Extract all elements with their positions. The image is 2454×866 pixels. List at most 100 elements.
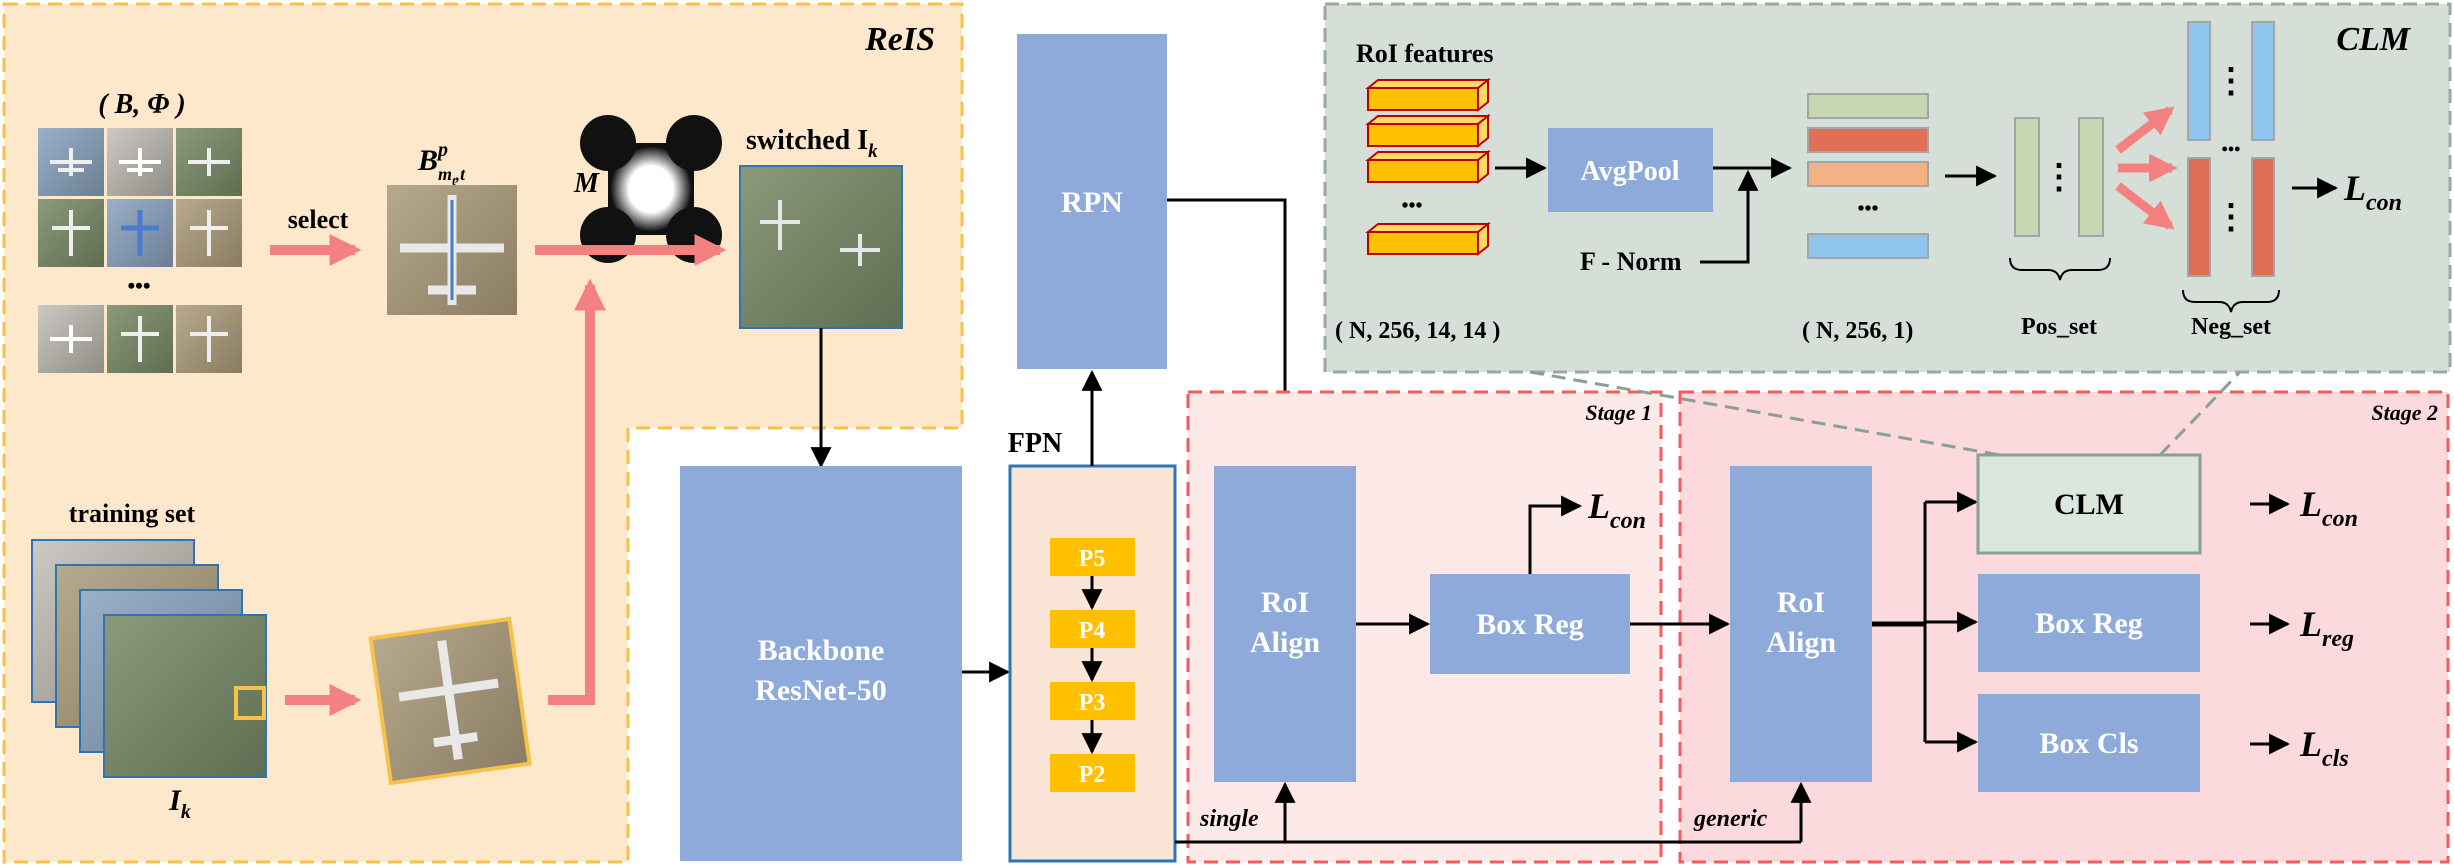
clm-detail-region xyxy=(1323,2,2452,374)
reg-loss-label: Lreg xyxy=(2299,604,2354,652)
roi-features-label: RoI features xyxy=(1356,39,1493,68)
bank-label: ( B, Φ ) xyxy=(98,89,185,120)
feature-map-depth xyxy=(1365,77,1491,113)
rpn-block xyxy=(1017,34,1167,369)
plane-icon xyxy=(121,316,159,362)
neg-vector xyxy=(2187,21,2211,141)
mask-corner xyxy=(580,115,636,171)
pooled-vector xyxy=(1807,161,1929,187)
neg-vector xyxy=(2187,157,2211,277)
crop-up-arrow xyxy=(548,278,607,705)
stage1-title: Stage 1 xyxy=(1585,400,1652,425)
instance-box xyxy=(234,686,266,720)
mask-label: M xyxy=(573,168,600,199)
bank-ellipsis: ••• xyxy=(127,273,150,298)
switched-image xyxy=(739,165,903,329)
fpn-level-p4 xyxy=(1050,610,1135,648)
stage2-tag: generic xyxy=(1693,806,1768,832)
stage2-boxreg-block xyxy=(1978,574,2200,672)
stage2-boxreg-label: Box Reg xyxy=(2035,607,2143,640)
plane-icon xyxy=(50,148,92,176)
plane-icon xyxy=(50,325,92,353)
contrast-arrow-up xyxy=(2115,106,2175,154)
plane-icon xyxy=(190,210,228,256)
ik-label: Ik xyxy=(168,784,191,823)
feature-map-depth xyxy=(1365,113,1491,149)
cropped-instance xyxy=(368,616,532,786)
fpn-level-p2 xyxy=(1050,754,1135,792)
backbone-line1: Backbone xyxy=(758,634,885,667)
stage1-roi-block xyxy=(1214,466,1356,782)
clm-title: CLM xyxy=(2336,21,2411,58)
feature-map-depth xyxy=(1365,221,1491,257)
stage2-title: Stage 2 xyxy=(2371,400,2438,425)
training-set-label: training set xyxy=(69,499,196,528)
stage2-roi-line2: Align xyxy=(1766,626,1836,659)
neg-set xyxy=(2187,21,2275,277)
clm-detail-loss: Lcon xyxy=(2343,168,2402,216)
neg-brace xyxy=(2182,289,2280,313)
rpn-to-roi1-arrow xyxy=(1167,198,1296,469)
vec-shape-label: ( N, 256, 1) xyxy=(1802,318,1913,344)
mask-corner xyxy=(666,115,722,171)
pooled-vector xyxy=(1807,233,1929,259)
fpn-level-p3-label: P3 xyxy=(1079,690,1106,716)
backbone-block xyxy=(680,466,962,861)
roi-features-ellipsis: ••• xyxy=(1401,195,1422,217)
fpn-title: FPN xyxy=(1008,428,1062,459)
clm-head-block xyxy=(1976,453,2202,555)
fpn-level-p4-label: P4 xyxy=(1079,618,1106,644)
cls-loss-label: Lcls xyxy=(2299,724,2349,772)
fnorm-label: F - Norm xyxy=(1580,247,1682,276)
reis-title: ReIS xyxy=(864,21,935,58)
clm-head-label: CLM xyxy=(2054,488,2124,521)
pos-vdots: ⋮ xyxy=(2042,159,2076,196)
pos-set xyxy=(2014,117,2104,237)
feature-map xyxy=(1367,123,1479,147)
stage1-loss: Lcon xyxy=(1587,486,1646,534)
backbone-line2: ResNet-50 xyxy=(755,674,887,707)
plane-icon xyxy=(398,639,499,761)
stage2-roi-line1: RoI xyxy=(1777,586,1825,619)
contrast-arrow-down xyxy=(2115,182,2175,230)
select-label: select xyxy=(288,205,349,234)
training-image xyxy=(103,614,267,778)
plane-icon xyxy=(52,210,90,256)
feature-map xyxy=(1367,159,1479,183)
clm-zoom-line xyxy=(1529,370,2001,457)
feature-map xyxy=(1367,231,1479,255)
fpn-levels: P5 P4 P3 P2 xyxy=(1050,538,1135,792)
mask-shape xyxy=(611,147,691,231)
neg-set-label: Neg_set xyxy=(2191,314,2271,340)
pos-set-label: Pos_set xyxy=(2021,314,2097,340)
neg-vdots-bottom: ⋮ xyxy=(2214,199,2248,236)
boxreg-to-lcon-arrow xyxy=(1528,495,1583,574)
stage2-roi-block xyxy=(1730,466,1872,782)
stage1-boxreg-label: Box Reg xyxy=(1476,608,1584,641)
image-bank xyxy=(38,128,242,373)
clm-loss-label: Lcon xyxy=(2299,484,2358,532)
pooled-vector xyxy=(1807,127,1929,153)
plane-icon xyxy=(190,316,228,362)
avgpool-label: AvgPool xyxy=(1580,156,1679,187)
fnorm-arrow xyxy=(1700,169,1759,264)
pos-vector xyxy=(2078,117,2104,237)
stage1-roi-line1: RoI xyxy=(1261,586,1309,619)
feature-map-depth xyxy=(1365,149,1491,185)
fpn-level-p2-label: P2 xyxy=(1079,762,1106,788)
fpn-level-p5-label: P5 xyxy=(1079,546,1106,572)
roi-feature-stack xyxy=(1365,77,1491,257)
neg-vdots-top: ⋮ xyxy=(2214,63,2248,100)
plane-icon xyxy=(121,210,159,256)
roi-shape-label: ( N, 256, 14, 14 ) xyxy=(1335,318,1500,344)
neg-vector xyxy=(2251,21,2275,141)
pooled-ellipsis: ••• xyxy=(1857,198,1878,220)
stage2-boxcls-label: Box Cls xyxy=(2039,727,2138,760)
avgpool-block xyxy=(1548,128,1713,212)
pooled-vector xyxy=(1807,93,1929,119)
stage1-boxreg-block xyxy=(1430,574,1630,674)
plane-icon xyxy=(760,200,880,266)
fpn-level-p5 xyxy=(1050,538,1135,576)
feature-map xyxy=(1367,87,1479,111)
